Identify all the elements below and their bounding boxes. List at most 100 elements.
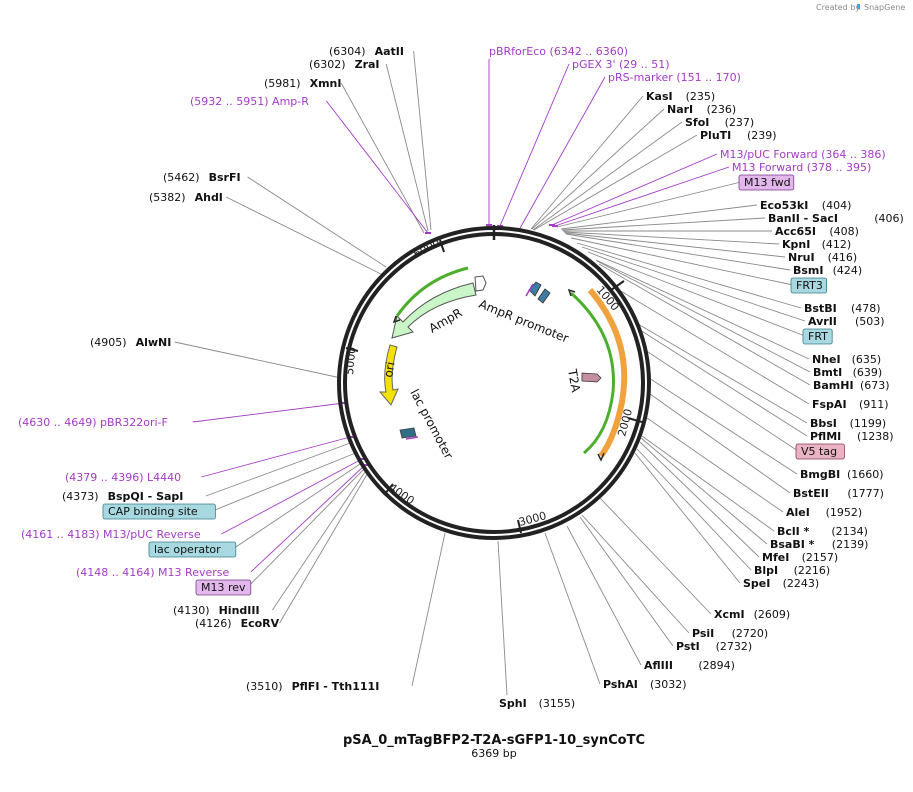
label-aflii[interactable]: AflIII(2894) [644,659,735,672]
label-avrii[interactable]: AvrII(503) [808,315,885,328]
label-kasi[interactable]: KasI(235) [646,90,715,103]
label-acc65i[interactable]: Acc65I(408) [775,225,859,238]
label-nrui[interactable]: NruI(416) [788,251,857,264]
lacop-leader [232,461,364,550]
pbrforeco-text: pBRforEco (6342 .. 6360) [489,45,628,58]
label-pflmi[interactable]: PflMI(1238) [810,430,894,443]
label-frt[interactable]: FRT [802,328,833,345]
bsmi-pos: (424) [833,264,863,277]
label-bamhi[interactable]: BamHI(673) [813,379,890,392]
label-lacop[interactable]: lac operator [148,541,237,558]
label-alei[interactable]: AleI(1952) [786,506,862,519]
kpni-pos: (412) [822,238,852,251]
label-m13fwd-box[interactable]: M13 fwd [738,174,795,191]
label-xmni[interactable]: (5981)XmnI [264,77,341,90]
l4440-text: (4379 .. 4396) L4440 [65,471,181,484]
label-psti[interactable]: PstI(2732) [676,640,752,653]
label-eco53ki[interactable]: Eco53kI(404) [760,199,851,212]
kpni-name: KpnI [782,238,810,251]
label-psii[interactable]: PsiI(2720) [692,627,768,640]
m13rev-box-name: M13 rev [201,581,246,594]
pgex3-leader [499,63,570,227]
label-m13puc-fwd[interactable]: M13/pUC Forward (364 .. 386) [720,148,886,161]
label-fspai[interactable]: FspAI(911) [812,398,889,411]
pflmi-leader [639,329,808,437]
tick-5000 [345,347,359,352]
tick-label-4000: 4000 [386,481,416,508]
ampr-green-arc [395,266,469,317]
tick-label-6000: 6000 [411,236,442,261]
psti-leader [579,516,674,647]
label-pbrforeco[interactable]: pBRforEco (6342 .. 6360) [489,45,628,58]
aflii-name: AflIII [644,659,673,672]
label-pbr322ori[interactable]: (4630 .. 4649) pBR322ori-F [18,416,168,429]
label-nhei[interactable]: NheI(635) [812,353,881,366]
label-spei[interactable]: SpeI(2243) [743,577,819,590]
m13fwd-box-name: M13 fwd [744,176,791,189]
m13fwd-box-leader [556,181,742,228]
label-bstbi[interactable]: BstBI(478) [804,302,881,315]
sphi-pos: (3155) [539,697,576,710]
frt-leader [587,251,806,337]
label-v5tag[interactable]: V5 tag [795,443,845,460]
bmti-leader [596,260,811,373]
label-ahdi[interactable]: (5382)AhdI [149,191,223,204]
label-bsmi[interactable]: BsmI(424) [793,264,862,277]
nrui-leader [564,232,786,258]
label-mfei[interactable]: MfeI(2157) [762,551,838,564]
sphi-leader [497,540,508,696]
label-pgex3[interactable]: pGEX 3' (29 .. 51) [572,58,670,71]
label-kpni[interactable]: KpnI (412) [782,238,851,251]
label-m13puc-rev[interactable]: (4161 .. 4183) M13/pUC Reverse [21,528,201,541]
ecorv-pos: (4126) [195,617,232,630]
xmni-leader [340,82,425,234]
label-bmgbi[interactable]: BmgBI(1660) [800,468,884,481]
label-nari[interactable]: NarI(236) [667,103,736,116]
label-ampr-primer[interactable]: (5932 .. 5951) Amp-R [190,95,309,108]
label-pluti[interactable]: PluTI(239) [700,129,777,142]
orange-arc [587,288,628,458]
nari-leader [531,108,665,230]
label-alwni[interactable]: (4905)AlwNI [90,336,171,349]
label-m13rev-box[interactable]: M13 rev [195,579,252,596]
cap-leader [212,451,359,512]
v5tag-name: V5 tag [801,445,837,458]
label-m13-fwd[interactable]: M13 Forward (378 .. 395) [732,161,871,174]
label-m13-rev[interactable]: (4148 .. 4164) M13 Reverse [76,566,229,579]
label-bcli[interactable]: BclI *(2134) [777,525,868,538]
label-bsteii[interactable]: BstEII(1777) [793,487,884,500]
psti-name: PstI [676,640,700,653]
label-pflfi[interactable]: (3510)PflFI - Tth111I [246,680,379,693]
label-bbsi[interactable]: BbsI(1199) [810,417,886,430]
label-pshai[interactable]: PshAI(3032) [603,678,687,691]
bamhi-pos: (673) [860,379,890,392]
bsteii-name: BstEII [793,487,829,500]
label-xcmi[interactable]: XcmI(2609) [714,608,790,621]
label-sphi[interactable]: SphI(3155) [499,697,575,710]
label-bsrfi[interactable]: (5462)BsrFI [163,171,241,184]
zrai-leader [385,63,429,232]
label-aatii[interactable]: (6304)AatII [329,45,404,58]
label-banii[interactable]: BanII - SacI(406) [768,212,904,225]
label-blpi[interactable]: BlpI(2216) [754,564,830,577]
tick-label-5000: 5000 [343,346,358,375]
label-frt3[interactable]: FRT3 [790,277,827,294]
l4440-leader [201,436,351,478]
label-cap[interactable]: CAP binding site [102,503,216,520]
kasi-name: KasI [646,90,673,103]
label-bsabi[interactable]: BsaBI *(2139) [770,538,868,551]
bmgbi-name: BmgBI [800,468,840,481]
bsrfi-name: BsrFI [209,171,241,184]
label-l4440[interactable]: (4379 .. 4396) L4440 [65,471,181,484]
spei-name: SpeI [743,577,770,590]
label-prs[interactable]: pRS-marker (151 .. 170) [608,71,741,84]
lacop-name: lac operator [154,543,221,556]
label-zrai[interactable]: (6302)ZraI [309,58,380,71]
label-sfoi[interactable]: SfoI(237) [685,116,754,129]
label-bspqi[interactable]: (4373)BspQI - SapI [62,490,183,503]
m13puc-rev-leader [221,458,363,535]
eco53ki-pos: (404) [822,199,852,212]
label-ecorv[interactable]: (4126)EcoRV [195,617,280,630]
label-hindiii[interactable]: (4130)HindIII [173,604,260,617]
label-bmti[interactable]: BmtI(639) [813,366,882,379]
